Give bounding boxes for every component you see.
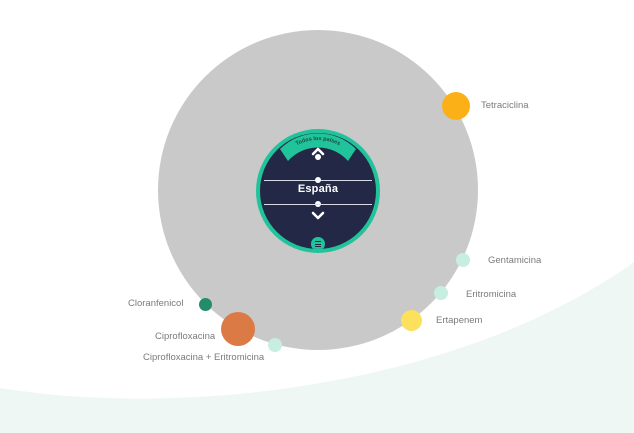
antibiotic-dot-ciprofloxacina-eritromicina[interactable] [268, 338, 282, 352]
country-selector[interactable]: España Todos los países [256, 129, 380, 253]
antibiotic-dot-eritromicina[interactable] [434, 286, 448, 300]
chevron-down-icon[interactable] [310, 208, 326, 220]
menu-icon[interactable] [311, 237, 325, 249]
antibiotic-label-ciprofloxacina: Ciprofloxacina [155, 331, 216, 342]
antibiotic-dot-cloranfenicol[interactable] [199, 298, 212, 311]
antibiotic-dot-ciprofloxacina[interactable] [221, 312, 255, 346]
country-selector-face: España [260, 133, 376, 249]
selector-knob-upper [315, 177, 321, 183]
antibiotic-dot-gentamicina[interactable] [456, 253, 470, 267]
antibiotic-label-ertapenem: Ertapenem [436, 315, 483, 326]
selected-country: España [297, 183, 339, 195]
antibiotic-dot-tetraciclina[interactable] [442, 92, 470, 120]
chevron-up-icon[interactable] [310, 143, 326, 156]
selector-knob-top [315, 154, 321, 160]
antibiotic-label-tetraciclina: Tetraciclina [481, 100, 529, 111]
antibiotic-label-gentamicina: Gentamicina [488, 255, 542, 266]
antibiotic-label-ciprofloxacina-eritromicina: Ciprofloxacina + Eritromicina [143, 352, 265, 363]
antibiotic-label-eritromicina: Eritromicina [466, 289, 517, 300]
selector-divider-bottom [264, 204, 372, 205]
antibiotic-dot-ertapenem[interactable] [401, 310, 422, 331]
antibiotic-label-cloranfenicol: Cloranfenicol [128, 298, 184, 309]
